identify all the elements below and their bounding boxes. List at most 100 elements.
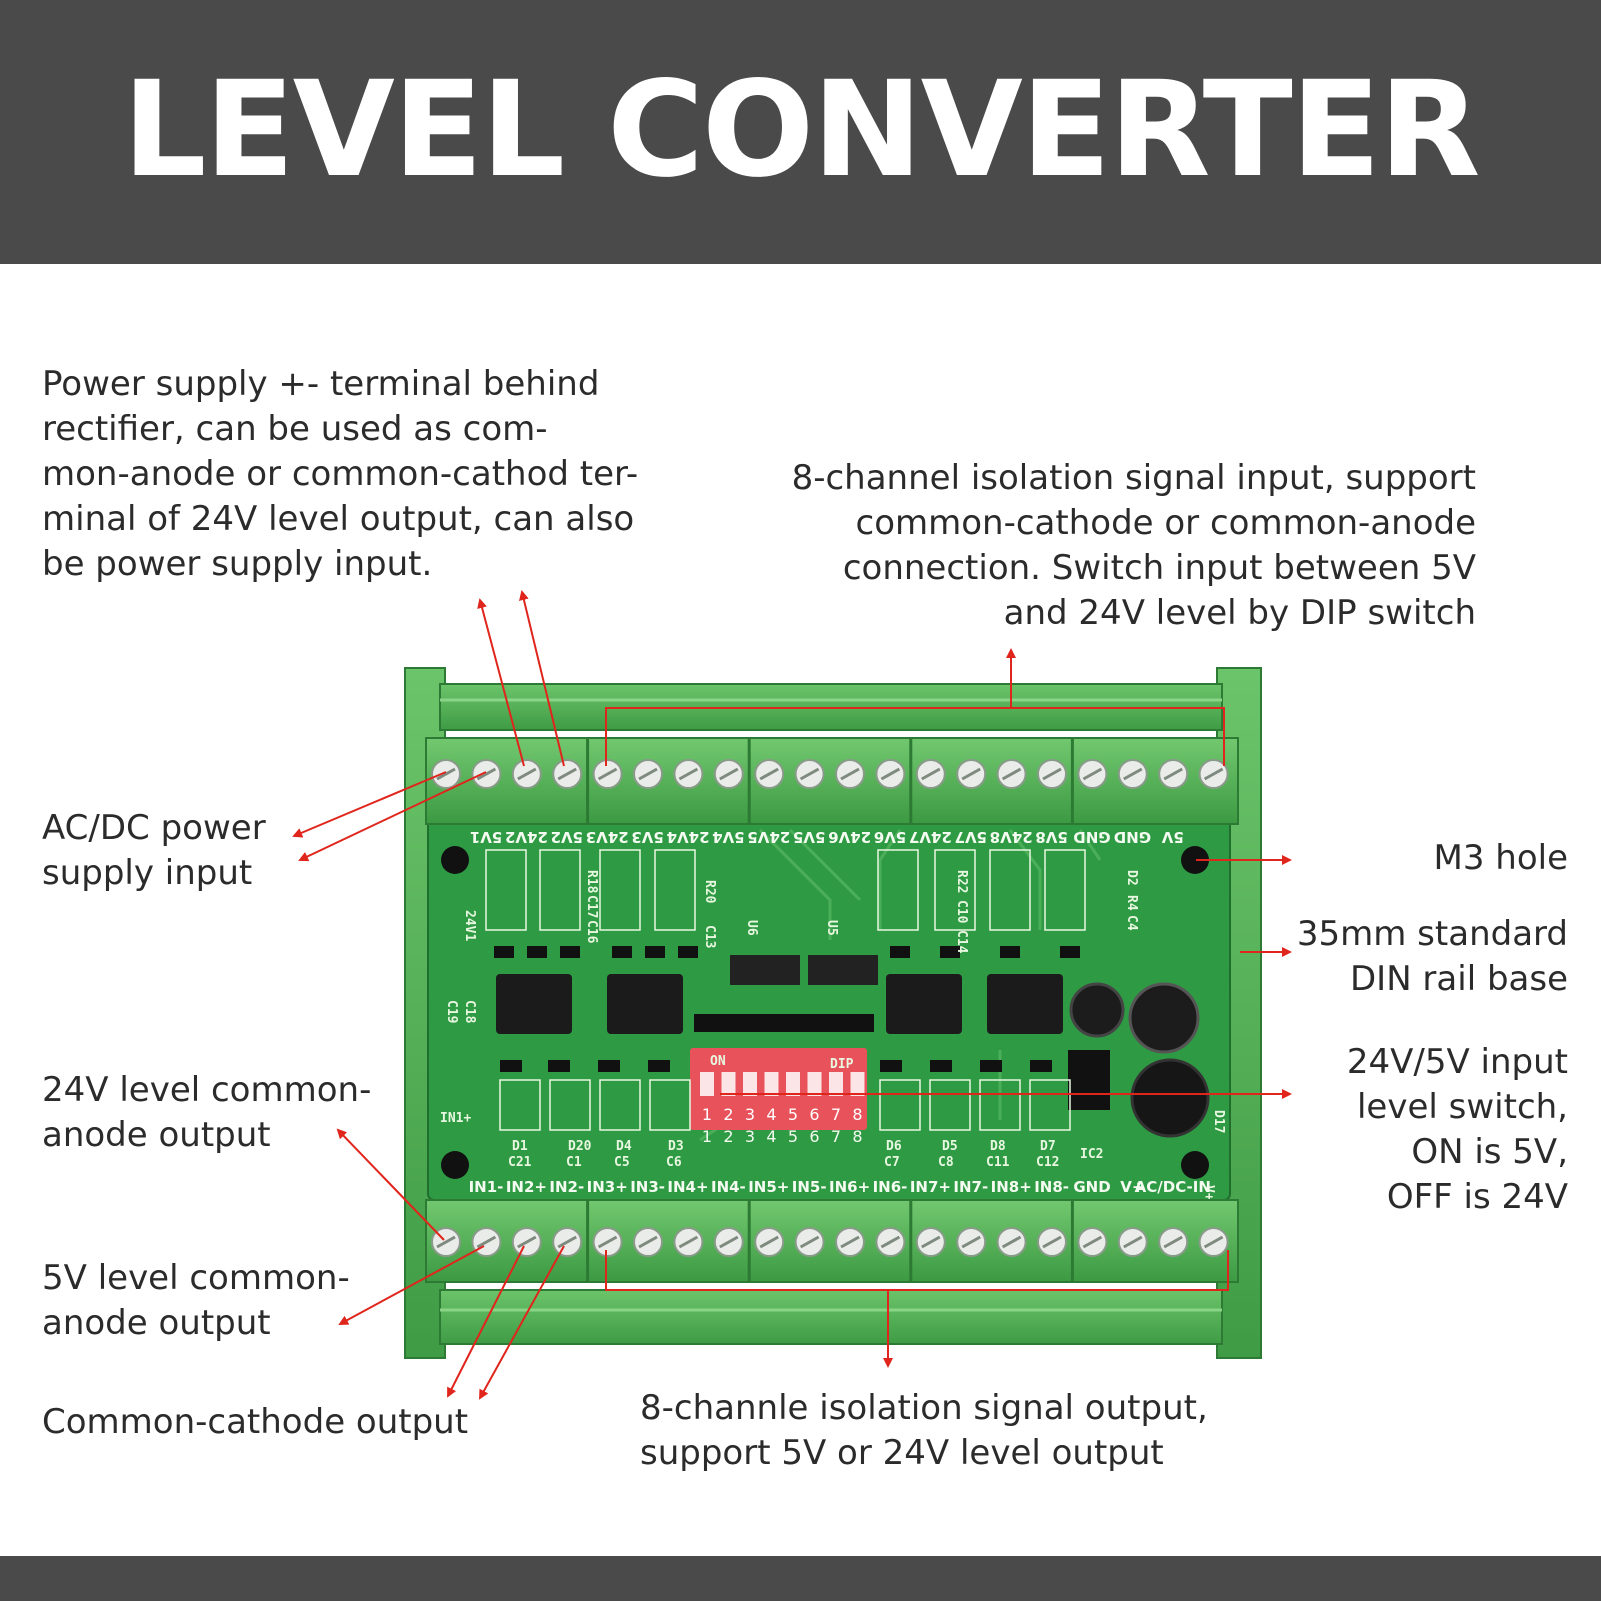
annotation-line: 24V/5V input — [1346, 1042, 1568, 1082]
dip-lever[interactable] — [764, 1072, 779, 1096]
annotation-line: rectifier, can be used as com- — [42, 409, 548, 449]
pin-label: IN8+ — [991, 1178, 1032, 1196]
annotation-line: supply input — [42, 853, 253, 893]
anode-24v-note: 24V level common-anode output — [42, 1068, 371, 1158]
silk-label: R22 — [954, 870, 969, 893]
pin-label: IN3+ — [587, 1178, 628, 1196]
pin-label: GND — [1073, 828, 1110, 846]
power-terminal-note: Power supply +- terminal behind rectifier… — [42, 362, 638, 587]
silk-label: D4 — [616, 1139, 632, 1154]
pin-label: IN5- — [792, 1178, 827, 1196]
dip-number: 2 — [723, 1105, 733, 1124]
dip-lever[interactable] — [807, 1072, 822, 1096]
dip-number-silk: 6 — [809, 1127, 819, 1146]
annotation-line: 5V level common- — [42, 1258, 350, 1298]
pin-label: IN6- — [873, 1178, 908, 1196]
annotation-line: OFF is 24V — [1386, 1177, 1568, 1217]
dip-number: 4 — [766, 1105, 776, 1124]
pin-label: IN5+ — [748, 1178, 789, 1196]
silk-label: C11 — [986, 1155, 1010, 1170]
annotation-line: minal of 24V level output, can also — [42, 499, 635, 539]
pin-label: 5V1 — [470, 828, 502, 846]
silk-label: D8 — [990, 1139, 1006, 1154]
dip-number-silk: 8 — [852, 1127, 862, 1146]
silk-label: IC2 — [1080, 1147, 1103, 1162]
silk-label: C6 — [666, 1155, 682, 1170]
bottom-pin-labels: IN1-IN2+IN2-IN3+IN3-IN4+IN4-IN5+IN5-IN6+… — [469, 1178, 1211, 1196]
pin-label: 5V6 — [874, 828, 906, 846]
pin-label: 24V4 — [667, 828, 710, 846]
dip-lever[interactable] — [829, 1072, 843, 1096]
annotation-line: M3 hole — [1433, 838, 1569, 878]
pin-label: IN2+ — [506, 1178, 547, 1196]
top-terminal-block — [425, 737, 1239, 825]
signal-input-note: 8-channel isolation signal input, suppor… — [744, 456, 1476, 636]
dip-number: 7 — [831, 1105, 841, 1124]
silk-label: D6 — [886, 1139, 902, 1154]
annotation-line: Power supply +- terminal behind — [42, 364, 600, 404]
page-title: LEVEL CONVERTER — [122, 53, 1480, 207]
annotation-line: mon-anode or common-cathod ter- — [42, 454, 639, 494]
pin-label: IN4- — [711, 1178, 746, 1196]
silk-label: C21 — [508, 1155, 532, 1170]
cathode-output-note: Common-cathode output — [42, 1400, 468, 1445]
dip-number-silk: 5 — [788, 1127, 798, 1146]
annotation-line: 24V level common- — [42, 1070, 372, 1110]
annotation-line: be power supply input. — [42, 544, 433, 584]
silk-label: D5 — [942, 1139, 958, 1154]
silk-label: D7 — [1040, 1139, 1056, 1154]
dip-number-silk: 3 — [745, 1127, 755, 1146]
dip-number-silk: 4 — [766, 1127, 776, 1146]
dip-lever[interactable] — [700, 1072, 714, 1096]
dip-lever[interactable] — [743, 1072, 757, 1096]
pin-label: IN7- — [953, 1178, 988, 1196]
pin-label: 24V6 — [828, 828, 871, 846]
silk-label: V+ — [1201, 1185, 1216, 1201]
pin-label: 5V4 — [712, 828, 744, 846]
pin-label: IN1- — [469, 1178, 504, 1196]
dip-lever[interactable] — [721, 1072, 736, 1096]
silk-label: D17 — [1211, 1110, 1226, 1133]
annotation-line: support 5V or 24V level output — [640, 1433, 1164, 1473]
annotation-line: common-cathode or common-anode — [855, 503, 1477, 543]
annotation-line: and 24V level by DIP switch — [1003, 593, 1476, 633]
dip-number: 6 — [809, 1105, 819, 1124]
annotation-line: DIN rail base — [1349, 959, 1568, 999]
dip-number: 3 — [745, 1105, 755, 1124]
bottom-terminal-block — [425, 1199, 1239, 1283]
silk-label: C13 — [702, 925, 717, 948]
header-banner: LEVEL CONVERTER — [0, 0, 1601, 264]
dip-label: DIP — [830, 1057, 854, 1072]
pin-label: 5V7 — [955, 828, 987, 846]
annotation-line: AC/DC power — [42, 808, 266, 848]
dip-lever[interactable] — [786, 1072, 800, 1096]
silk-label: R4 — [1124, 895, 1139, 911]
silk-label: R20 — [702, 880, 717, 904]
callout-arrows — [292, 590, 1292, 1400]
dip-on-label: ON — [710, 1054, 726, 1069]
silk-label: C16 — [584, 920, 599, 944]
dip-lever[interactable] — [850, 1072, 865, 1096]
pin-label: IN6+ — [829, 1178, 870, 1196]
m3-hole-note: M3 hole — [1300, 836, 1569, 881]
annotation-line: Common-cathode output — [42, 1402, 469, 1442]
silk-label: C18 — [462, 1000, 477, 1024]
annotation-line: anode output — [42, 1115, 271, 1155]
annotation-line: anode output — [42, 1303, 271, 1343]
ac-dc-input-note: AC/DC power supply input — [42, 806, 266, 896]
dip-number-silk: 1 — [702, 1127, 712, 1146]
dip-number: 5 — [788, 1105, 798, 1124]
pin-label: 24V2 — [505, 828, 548, 846]
annotation-line: 8-channle isolation signal output, — [640, 1388, 1208, 1428]
pin-label: 5V2 — [551, 828, 583, 846]
pin-label: 24V7 — [909, 828, 952, 846]
pin-label: IN8- — [1034, 1178, 1069, 1196]
pin-label: IN4+ — [667, 1178, 708, 1196]
silk-label: C8 — [938, 1155, 954, 1170]
pin-label: 24V8 — [990, 828, 1033, 846]
silk-label: C14 — [954, 930, 969, 954]
silk-label: U6 — [744, 920, 759, 936]
anode-5v-note: 5V level common-anode output — [42, 1256, 350, 1346]
